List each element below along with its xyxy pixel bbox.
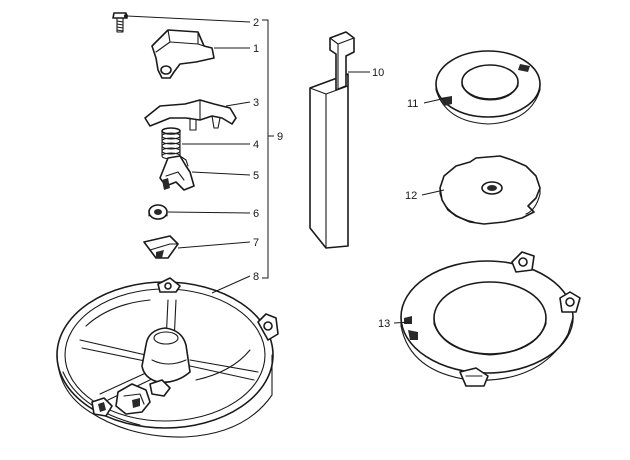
callout-labels: 2 1 3 4 5 6 7 8 9 10 11 12 13	[253, 17, 418, 330]
part-11-ring-washer	[435, 50, 541, 125]
part-12-notched-disc	[439, 155, 541, 225]
callout-4: 4	[253, 139, 259, 151]
part-13-flange-ring	[400, 251, 581, 387]
part-3-lever	[144, 99, 237, 131]
part-6-nut	[148, 204, 168, 220]
part-10-channel	[309, 31, 355, 249]
callout-2: 2	[253, 17, 259, 29]
leader-lines	[124, 14, 447, 324]
callout-10: 10	[372, 67, 384, 79]
callout-9: 9	[277, 131, 283, 143]
callout-7: 7	[253, 237, 259, 249]
callout-6: 6	[253, 208, 259, 220]
callout-8: 8	[253, 271, 259, 283]
part-8-base-housing	[56, 277, 279, 438]
callout-12: 12	[405, 190, 417, 202]
callout-5: 5	[253, 170, 259, 182]
callout-3: 3	[253, 97, 259, 109]
callout-11: 11	[407, 98, 418, 110]
callout-13: 13	[378, 318, 390, 330]
part-1-bracket	[151, 29, 215, 79]
part-5-plunger	[159, 155, 195, 191]
part-7-clip	[143, 235, 179, 259]
callout-1: 1	[253, 43, 259, 55]
part-4-spring	[161, 127, 181, 160]
part-2-screw	[112, 12, 128, 33]
